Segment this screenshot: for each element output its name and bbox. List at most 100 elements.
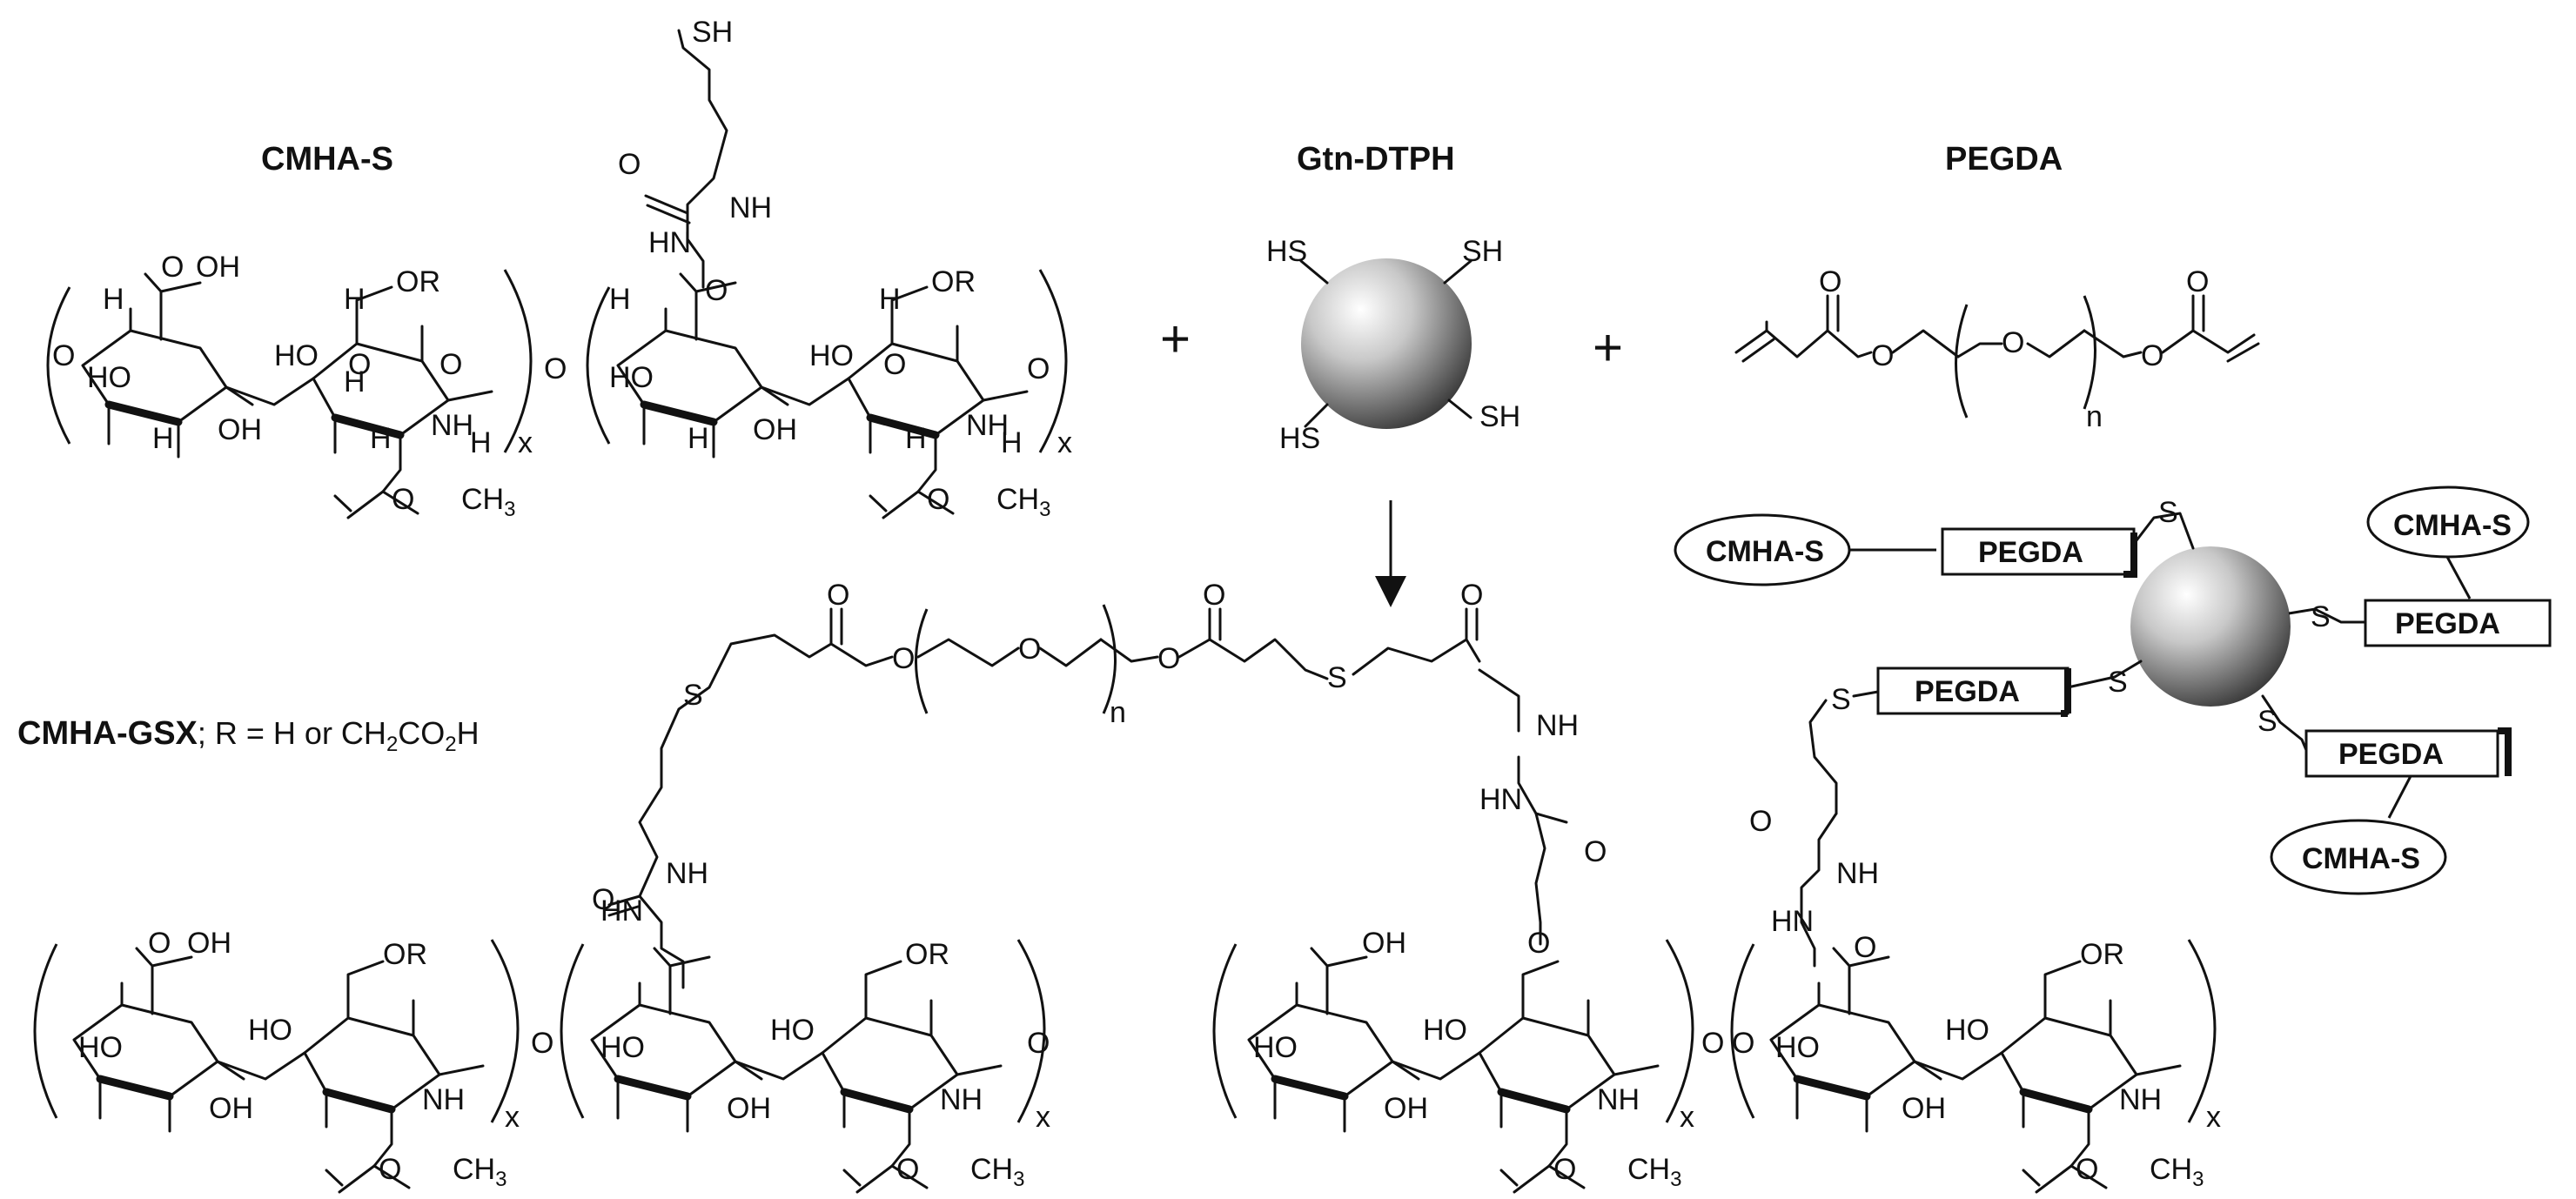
bracket-right bbox=[1665, 939, 1694, 1123]
bracket-left bbox=[560, 943, 585, 1119]
atom-nh: NH bbox=[431, 409, 473, 442]
atom-h: H bbox=[879, 283, 901, 316]
atom-ch3: CH3 bbox=[996, 483, 1050, 521]
atom-o: O bbox=[1553, 1153, 1576, 1186]
atom-o: O bbox=[1527, 927, 1550, 960]
atom-nh: NH bbox=[940, 1083, 983, 1116]
atom-ch3: CH3 bbox=[2150, 1153, 2204, 1191]
schematic-cmha-s: CMHA-S bbox=[2393, 509, 2512, 542]
cmha-gsx-unit-3 bbox=[1249, 948, 1658, 1192]
atom-o: O bbox=[2002, 326, 2024, 359]
label-cmha-s: CMHA-S bbox=[261, 141, 393, 178]
atom-hs: HS bbox=[1279, 422, 1320, 455]
atom-h: H bbox=[905, 422, 927, 455]
atom-o: O bbox=[1732, 1027, 1754, 1060]
atom-ho: HO bbox=[1775, 1031, 1820, 1064]
schematic-cmha-s: CMHA-S bbox=[1706, 535, 1824, 568]
repeat-n: n bbox=[2086, 400, 2103, 433]
atom-nh: NH bbox=[966, 409, 1009, 442]
cmha-s-structure-unit-2 bbox=[618, 274, 1027, 518]
atom-nh: NH bbox=[2119, 1083, 2162, 1116]
atom-oh: OH bbox=[727, 1092, 771, 1125]
atom-or: OR bbox=[383, 938, 427, 971]
atom-o: O bbox=[52, 339, 75, 372]
atom-ho: HO bbox=[248, 1014, 292, 1047]
atom-oh: OH bbox=[218, 413, 262, 446]
atom-o: O bbox=[161, 251, 184, 284]
atom-ho: HO bbox=[770, 1014, 815, 1047]
repeat-x: x bbox=[2206, 1101, 2221, 1134]
atom-hs: HS bbox=[1266, 235, 1307, 268]
atom-oh: OH bbox=[196, 251, 240, 284]
bracket-left bbox=[586, 286, 611, 445]
atom-ho: HO bbox=[274, 339, 319, 372]
schematic-pegda: PEGDA bbox=[1915, 675, 2020, 708]
atom-ch3: CH3 bbox=[453, 1153, 506, 1191]
atom-ch3: CH3 bbox=[1627, 1153, 1681, 1191]
repeat-x: x bbox=[518, 426, 533, 459]
atom-o: O bbox=[896, 1153, 919, 1186]
atom-nh: NH bbox=[1536, 709, 1579, 742]
atom-sh: SH bbox=[692, 16, 733, 49]
atom-ho: HO bbox=[609, 361, 654, 394]
bracket-left bbox=[33, 943, 58, 1119]
atom-nh: NH bbox=[1836, 857, 1879, 890]
atom-sh: SH bbox=[1462, 235, 1503, 268]
atom-o: O bbox=[1749, 805, 1772, 838]
atom-o: O bbox=[148, 927, 171, 960]
atom-h: H bbox=[609, 283, 631, 316]
crosslink-schematic bbox=[1674, 486, 2552, 895]
atom-o: O bbox=[439, 348, 462, 381]
schematic-pegda: PEGDA bbox=[2338, 738, 2444, 771]
atom-hn: HN bbox=[1771, 905, 1814, 938]
bracket-left bbox=[1212, 943, 1238, 1119]
atom-o: O bbox=[883, 348, 906, 381]
cmha-gsx-unit-4 bbox=[1771, 948, 2180, 1192]
plus-sign-2: + bbox=[1593, 318, 1623, 377]
atom-ch3: CH3 bbox=[970, 1153, 1024, 1191]
atom-o: O bbox=[1584, 835, 1607, 868]
atom-ho: HO bbox=[600, 1031, 645, 1064]
atom-h: H bbox=[370, 422, 392, 455]
atom-o: O bbox=[379, 1153, 401, 1186]
schematic-pegda: PEGDA bbox=[2395, 607, 2500, 640]
atom-o: O bbox=[827, 579, 849, 612]
atom-o: O bbox=[1018, 633, 1041, 666]
atom-o: O bbox=[1203, 579, 1225, 612]
atom-oh: OH bbox=[209, 1092, 253, 1125]
atom-o: O bbox=[544, 352, 567, 385]
atom-or: OR bbox=[2080, 938, 2124, 971]
atom-or: OR bbox=[396, 265, 440, 298]
atom-nh: NH bbox=[422, 1083, 465, 1116]
label-cmha-gsx: CMHA-GSX; R = H or CH2CO2H bbox=[17, 715, 480, 756]
label-gtn-dtph: Gtn-DTPH bbox=[1297, 141, 1455, 178]
plus-sign-1: + bbox=[1160, 310, 1191, 368]
atom-oh: OH bbox=[1362, 927, 1406, 960]
atom-o: O bbox=[705, 274, 728, 307]
schematic-cmha-s: CMHA-S bbox=[2302, 842, 2420, 875]
repeat-x: x bbox=[1036, 1101, 1050, 1134]
atom-o: O bbox=[531, 1027, 553, 1060]
crosslinker-chain bbox=[607, 604, 1568, 989]
atom-o: O bbox=[1701, 1027, 1724, 1060]
atom-ho: HO bbox=[78, 1031, 123, 1064]
schematic-pegda: PEGDA bbox=[1978, 536, 2083, 569]
atom-o: O bbox=[1854, 931, 1876, 964]
atom-o: O bbox=[1871, 339, 1894, 372]
atom-o: O bbox=[2076, 1153, 2098, 1186]
atom-s: S bbox=[683, 679, 703, 712]
atom-nh: NH bbox=[1597, 1083, 1640, 1116]
atom-nh: NH bbox=[666, 857, 708, 890]
repeat-n: n bbox=[1110, 696, 1126, 729]
bracket-right bbox=[1038, 269, 1068, 453]
schematic-s: S bbox=[2108, 666, 2128, 699]
atom-or: OR bbox=[905, 938, 949, 971]
atom-h: H bbox=[688, 422, 709, 455]
repeat-x: x bbox=[505, 1101, 520, 1134]
atom-o: O bbox=[892, 642, 915, 675]
atom-o: O bbox=[1460, 579, 1483, 612]
bracket-right bbox=[490, 939, 520, 1123]
bracket-right bbox=[503, 269, 533, 453]
atom-o: O bbox=[1819, 265, 1841, 298]
atom-o: O bbox=[2186, 265, 2209, 298]
